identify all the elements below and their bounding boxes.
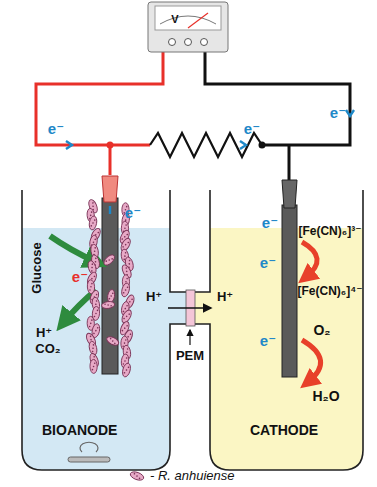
electron-label: e⁻ xyxy=(125,205,141,220)
needle xyxy=(188,13,208,28)
reactant-label: Glucose xyxy=(30,242,43,293)
bacterium xyxy=(90,359,98,373)
proton-label: H⁺ xyxy=(146,290,162,303)
legend-sample xyxy=(128,470,146,482)
dial-scale xyxy=(160,16,216,24)
legend-text: - R. anhuiense xyxy=(150,468,235,483)
mediator-label: [Fe(CN)₆]³⁻ xyxy=(298,225,361,237)
electron-label: e⁻ xyxy=(48,121,64,136)
bacterium xyxy=(102,253,116,267)
bacterium xyxy=(105,335,120,347)
chamber-label: CATHODE xyxy=(250,422,318,438)
electrolyte xyxy=(22,228,363,470)
wire xyxy=(36,50,163,145)
meter-unit: V xyxy=(171,14,178,25)
junction xyxy=(107,142,114,149)
leader-line xyxy=(189,330,190,345)
wire xyxy=(109,145,112,175)
bacterium xyxy=(120,282,130,297)
proton-arrow xyxy=(168,307,211,309)
mediator-label: [Fe(CN)₆]⁴⁻ xyxy=(297,285,362,297)
h-cell-vessel xyxy=(22,190,363,470)
electron-arrow xyxy=(66,110,354,214)
h-cell-vessel xyxy=(170,190,210,292)
wire xyxy=(205,50,350,145)
terminal xyxy=(169,39,176,46)
crocodile-clip xyxy=(282,180,297,208)
junction xyxy=(259,142,266,149)
chamber: BIOANODE xyxy=(26,190,166,438)
terminal xyxy=(201,39,208,46)
anolyte xyxy=(22,228,170,470)
electron-label: e⁻ xyxy=(260,255,276,270)
anode-electrode xyxy=(102,198,118,374)
bacterium xyxy=(88,215,98,230)
bacterium xyxy=(107,289,116,303)
chamber-label: BIOANODE xyxy=(42,422,117,438)
glucose-arrow xyxy=(50,236,96,262)
bacterium xyxy=(101,301,115,310)
cathode-electrode xyxy=(282,205,297,377)
reduction-arrow xyxy=(302,340,321,382)
reduction-arrow xyxy=(302,242,317,277)
proton-label: H⁺ xyxy=(217,290,233,303)
stir-icon xyxy=(68,442,110,462)
wire xyxy=(288,145,291,180)
terminal xyxy=(185,39,192,46)
electron-label: e⁻ xyxy=(72,269,88,284)
electron-label: e⁻ xyxy=(330,105,346,120)
membrane-label: PEM xyxy=(176,349,204,362)
electron-label: e⁻ xyxy=(262,215,278,230)
electron-label: e⁻ xyxy=(244,121,260,136)
electron-label: e⁻ xyxy=(260,333,276,348)
bacterium xyxy=(129,470,145,482)
crocodile-clip xyxy=(102,176,118,202)
product-label: H⁺ xyxy=(36,326,52,339)
legend-row: - R. anhuiense xyxy=(128,468,235,483)
oxygen-label: O₂ xyxy=(313,323,330,337)
voltmeter xyxy=(148,2,228,52)
bacterium xyxy=(121,362,132,377)
product-label: CO₂ xyxy=(35,342,60,355)
voltmeter-display xyxy=(155,6,221,30)
water-label: H₂O xyxy=(312,389,339,403)
